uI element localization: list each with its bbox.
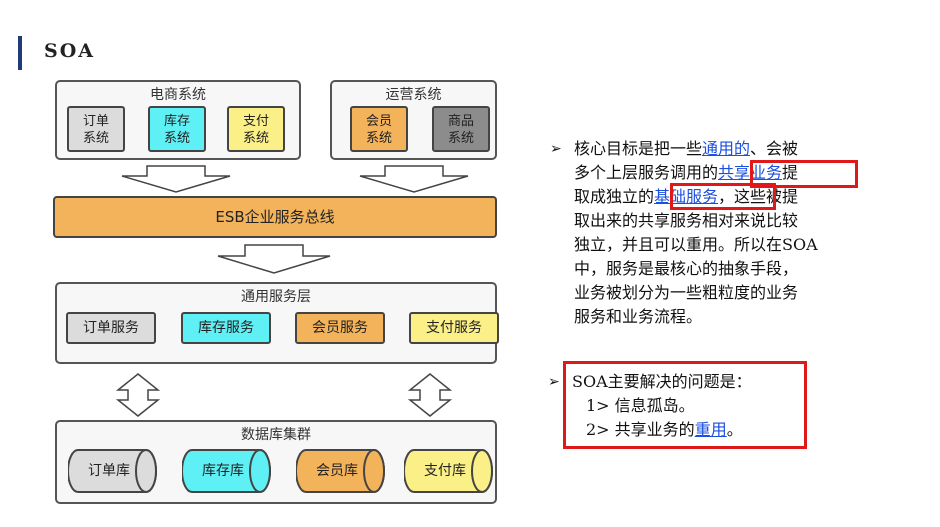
text-span: ，这些被提 <box>718 187 799 206</box>
highlight-box-base-service <box>670 183 776 210</box>
order-system-box: 订单 系统 <box>67 106 125 152</box>
inventory-db-cylinder: 库存库 <box>182 448 274 494</box>
text-span: 提 <box>782 163 799 182</box>
member-db-label: 会员库 <box>316 463 358 479</box>
bullet-arrow-icon: ➢ <box>550 141 562 157</box>
text-line: 核心目标是把一些通用的、会被 <box>574 137 914 161</box>
text-span: 、会被 <box>750 139 799 158</box>
text-span: 多个上层服务调用的 <box>574 163 719 182</box>
member-db-cylinder: 会员库 <box>296 448 388 494</box>
text-line: 独立，并且可以重用。所以在SOA <box>574 235 818 254</box>
point-problems-text: SOA主要解决的问题是： 1> 信息孤岛。 2> 共享业务的重用。 <box>572 370 752 442</box>
point-core-goal-text: 核心目标是把一些通用的、会被 多个上层服务调用的共享业务提 取成独立的基础服务，… <box>574 137 914 329</box>
payment-service-box: 支付服务 <box>409 312 499 344</box>
payment-db-cylinder: 支付库 <box>404 448 496 494</box>
inventory-system-box: 库存 系统 <box>148 106 206 152</box>
text-line: 多个上层服务调用的共享业务提 <box>574 161 914 185</box>
text-line: 业务被划分为一些粗粒度的业务 <box>574 283 799 302</box>
text-line: 中，服务是最核心的抽象手段， <box>574 259 799 278</box>
member-db-icon <box>296 449 385 493</box>
problem-item-2: 2> 共享业务的重用。 <box>572 418 752 442</box>
highlight-box-shared-business <box>750 160 858 188</box>
text-line: 服务和业务流程。 <box>574 307 703 326</box>
order-service-box: 订单服务 <box>66 312 156 344</box>
page-title: SOA <box>44 40 96 62</box>
highlight-reuse: 重用 <box>694 420 727 439</box>
problems-heading: SOA主要解决的问题是： <box>572 372 752 391</box>
problems-box <box>563 361 807 449</box>
problem-item-1: 1> 信息孤岛。 <box>586 396 695 415</box>
inventory-db-label: 库存库 <box>202 463 244 479</box>
member-system-box: 会员 系统 <box>350 106 408 152</box>
title-accent-bar <box>18 36 22 70</box>
operations-system-title: 运营系统 <box>385 87 442 103</box>
inventory-db-icon <box>182 449 271 493</box>
highlight-common: 通用的 <box>702 139 751 158</box>
text-span: 取成独立的 <box>574 187 655 206</box>
down-arrow-ecommerce <box>121 165 231 193</box>
order-db-cylinder: 订单库 <box>68 448 160 494</box>
down-arrow-esb <box>217 244 331 274</box>
text-span: 核心目标是把一些 <box>574 139 703 158</box>
payment-db-label: 支付库 <box>424 463 466 479</box>
bidirectional-arrow-left <box>115 373 161 417</box>
text-span: 。 <box>726 420 743 439</box>
bidirectional-arrow-right <box>407 373 453 417</box>
ecommerce-system-title: 电商系统 <box>150 87 206 103</box>
down-arrow-operations <box>359 165 469 193</box>
database-cluster-title: 数据库集群 <box>241 427 311 443</box>
product-system-box: 商品 系统 <box>432 106 490 152</box>
order-db-label: 订单库 <box>88 463 130 479</box>
payment-system-box: 支付 系统 <box>227 106 285 152</box>
service-layer-title: 通用服务层 <box>241 289 311 305</box>
order-db-icon <box>68 449 157 493</box>
text-line: 取出来的共享服务相对来说比较 <box>574 211 799 230</box>
inventory-service-box: 库存服务 <box>181 312 271 344</box>
esb-bus-bar: ESB企业服务总线 <box>53 196 497 238</box>
member-service-box: 会员服务 <box>295 312 385 344</box>
bullet-arrow-icon: ➢ <box>548 374 560 390</box>
payment-db-icon <box>404 449 493 493</box>
text-span: 2> 共享业务的 <box>586 420 695 439</box>
